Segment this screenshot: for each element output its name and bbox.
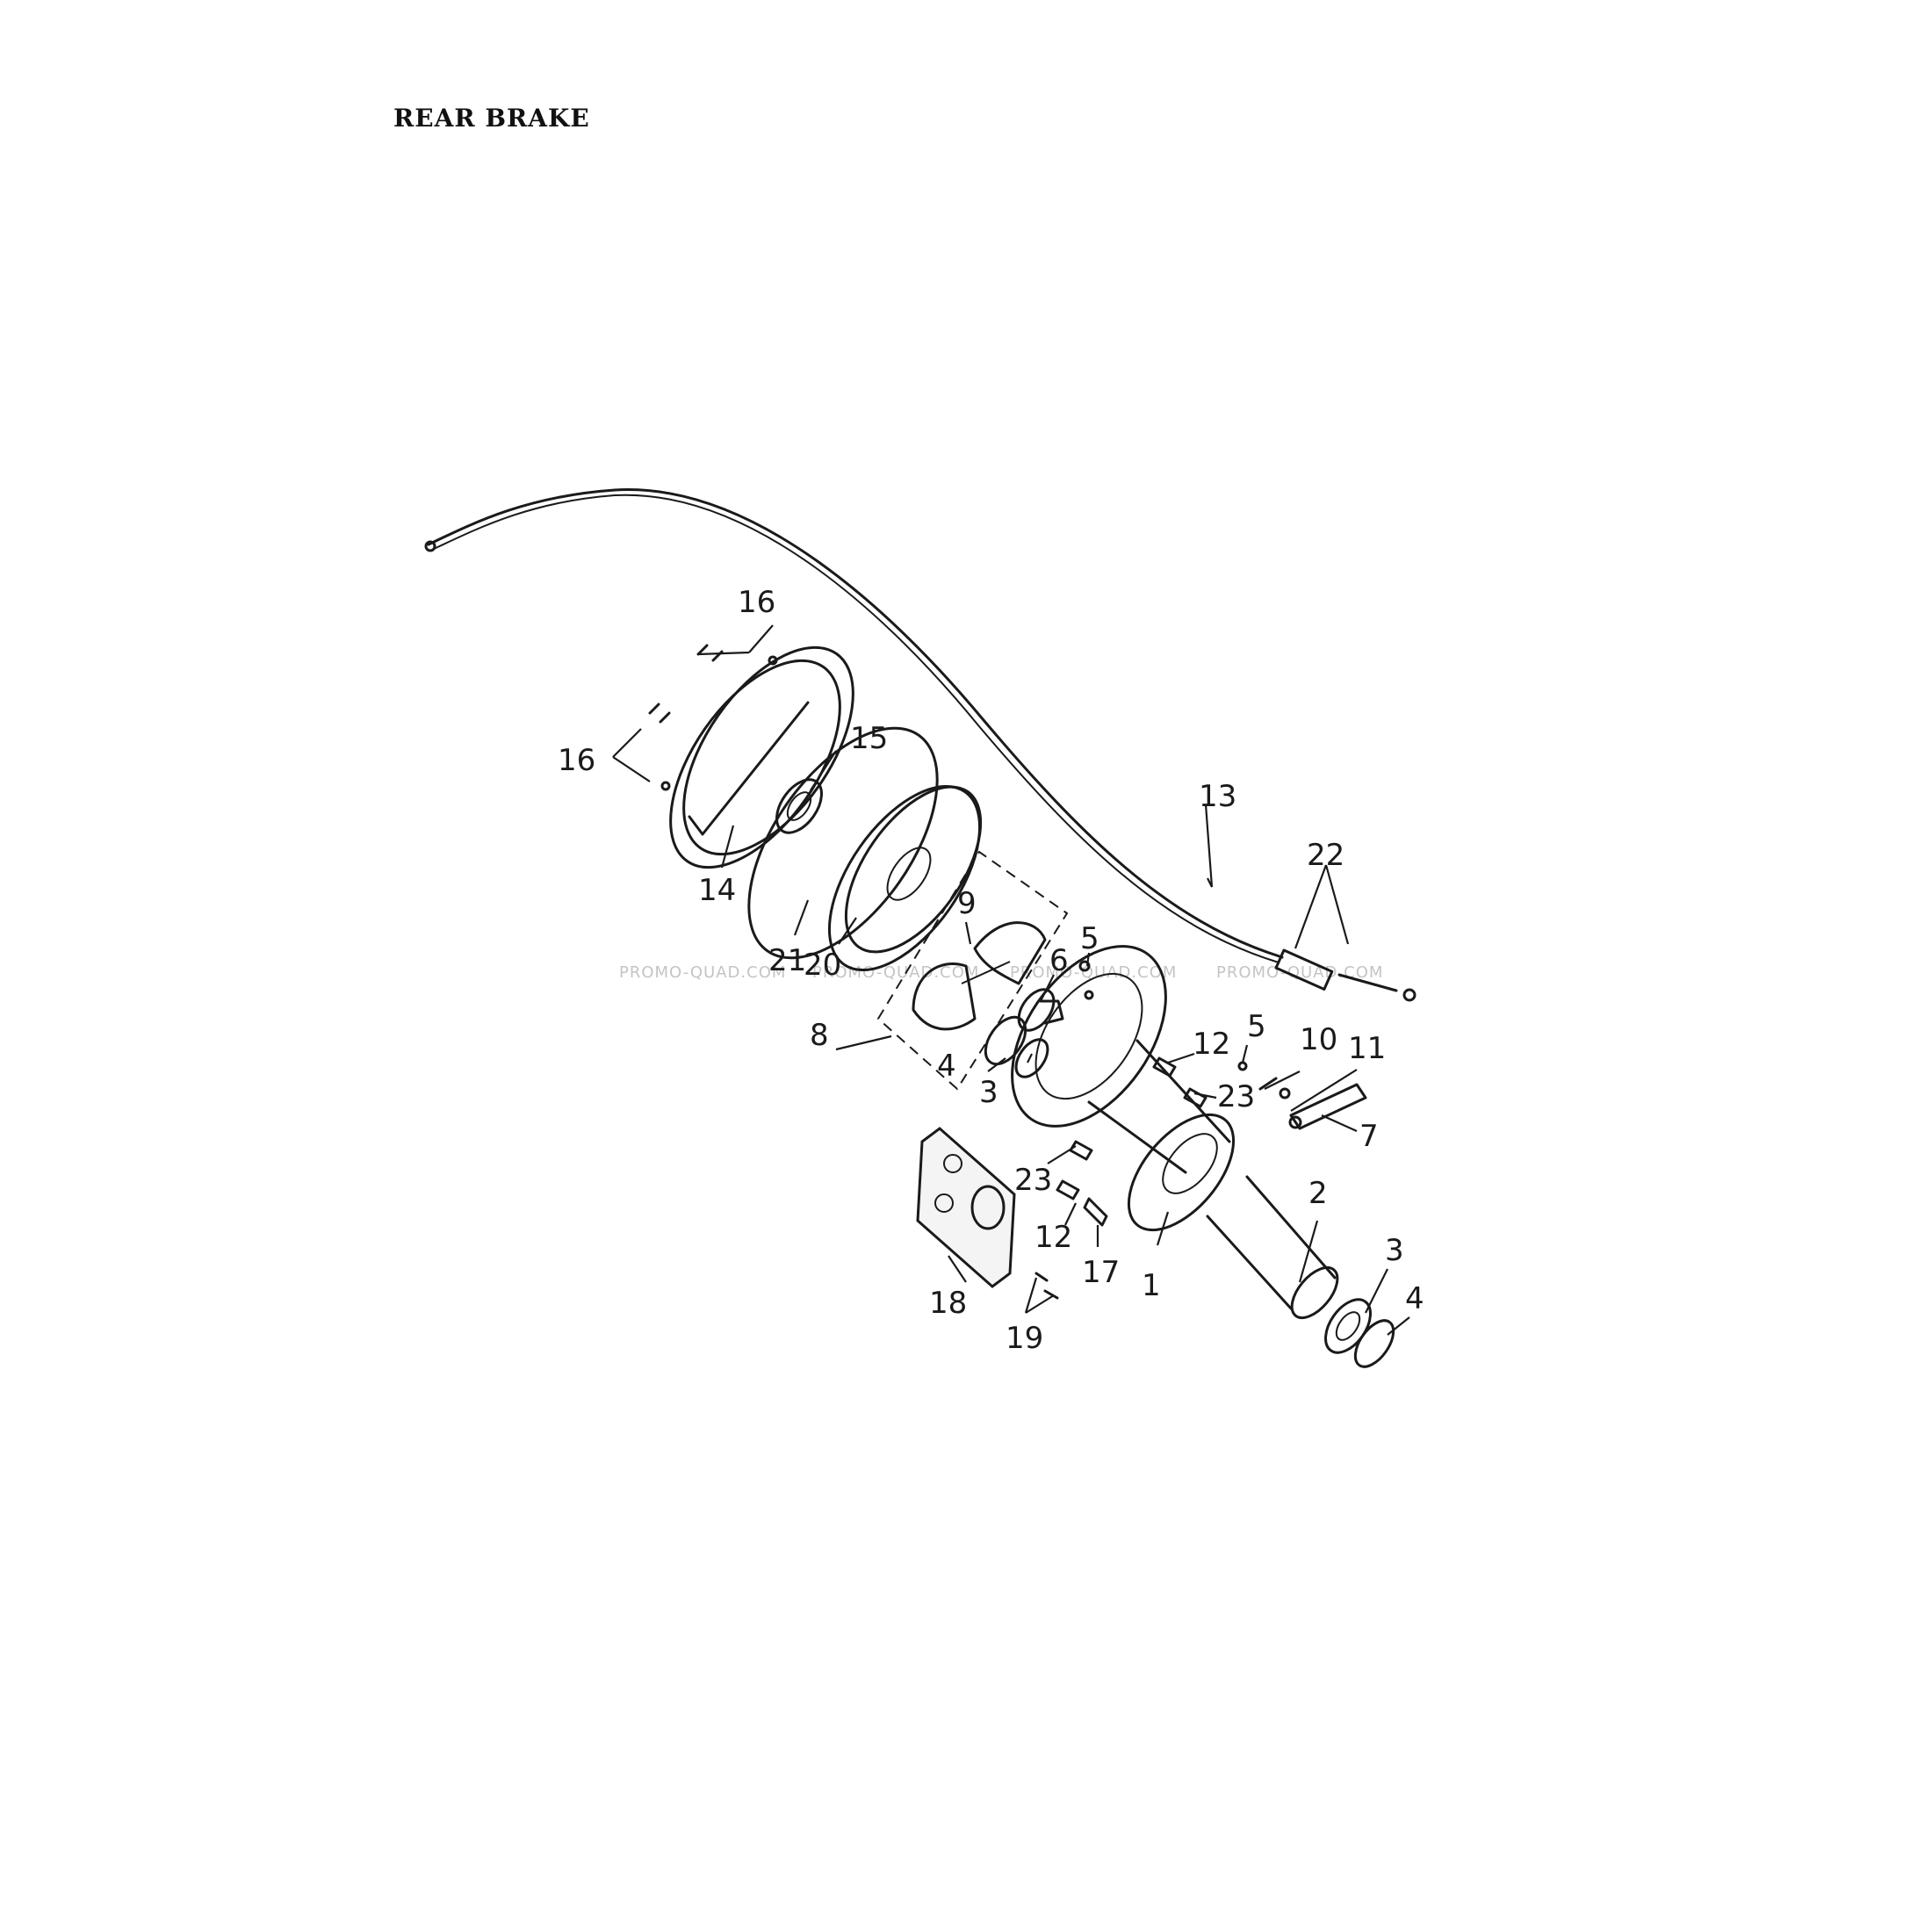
cover-bolts <box>648 644 778 791</box>
brake-guard-plate <box>916 1127 1059 1300</box>
axle-seals <box>1324 1298 1395 1368</box>
callout-3: 3 <box>979 1075 998 1110</box>
callout-11: 11 <box>1348 1031 1386 1066</box>
callout-5: 5 <box>1080 921 1099 956</box>
brake-drum <box>827 784 983 972</box>
gasket-ring <box>747 726 939 960</box>
brake-cable <box>424 488 1417 1002</box>
callout-20: 20 <box>804 948 841 983</box>
callout-4: 4 <box>937 1049 956 1084</box>
callout-19: 19 <box>1006 1321 1043 1356</box>
callout-10: 10 <box>1300 1022 1337 1057</box>
brake-shoe-assembly <box>876 850 1069 1091</box>
axle-tube <box>1206 1175 1339 1319</box>
page-title: REAR BRAKE <box>393 104 590 133</box>
brake-arm <box>1258 1077 1367 1130</box>
axle-housing <box>1087 1039 1236 1232</box>
callout-6: 6 <box>1049 943 1069 978</box>
callout-16: 16 <box>558 743 595 778</box>
callout-8: 8 <box>810 1018 829 1053</box>
callout-18: 18 <box>929 1286 967 1321</box>
callout-1: 1 <box>1142 1268 1161 1303</box>
watermark-text: PROMO-QUAD.COM <box>1010 963 1177 982</box>
brake-panel <box>1011 945 1167 1128</box>
brake-cam <box>984 988 1064 1078</box>
callout-4: 4 <box>1405 1281 1424 1316</box>
callout-23: 23 <box>1014 1163 1052 1198</box>
watermark-text: PROMO-QUAD.COM <box>1216 963 1383 982</box>
callout-3: 3 <box>1385 1233 1404 1268</box>
callout-2: 2 <box>1308 1176 1328 1211</box>
callout-23: 23 <box>1217 1079 1255 1114</box>
callout-22: 22 <box>1307 838 1344 873</box>
callout-12: 12 <box>1034 1220 1072 1255</box>
callout-5: 5 <box>1247 1009 1266 1044</box>
brake-drum-cover <box>669 645 854 869</box>
callout-16: 16 <box>738 585 775 620</box>
watermark-text: PROMO-QUAD.COM <box>619 963 786 982</box>
callout-15: 15 <box>850 721 888 756</box>
callout-12: 12 <box>1193 1027 1230 1062</box>
callout-14: 14 <box>698 873 736 908</box>
callout-17: 17 <box>1082 1255 1120 1290</box>
callout-9: 9 <box>957 886 977 921</box>
leader-lines <box>612 624 1410 1336</box>
callout-7: 7 <box>1359 1119 1379 1154</box>
callout-13: 13 <box>1199 779 1236 814</box>
callout-21: 21 <box>768 943 806 978</box>
callout-labels: 16 16 15 14 21 20 8 9 6 5 4 3 13 22 12 5… <box>558 585 1424 1356</box>
